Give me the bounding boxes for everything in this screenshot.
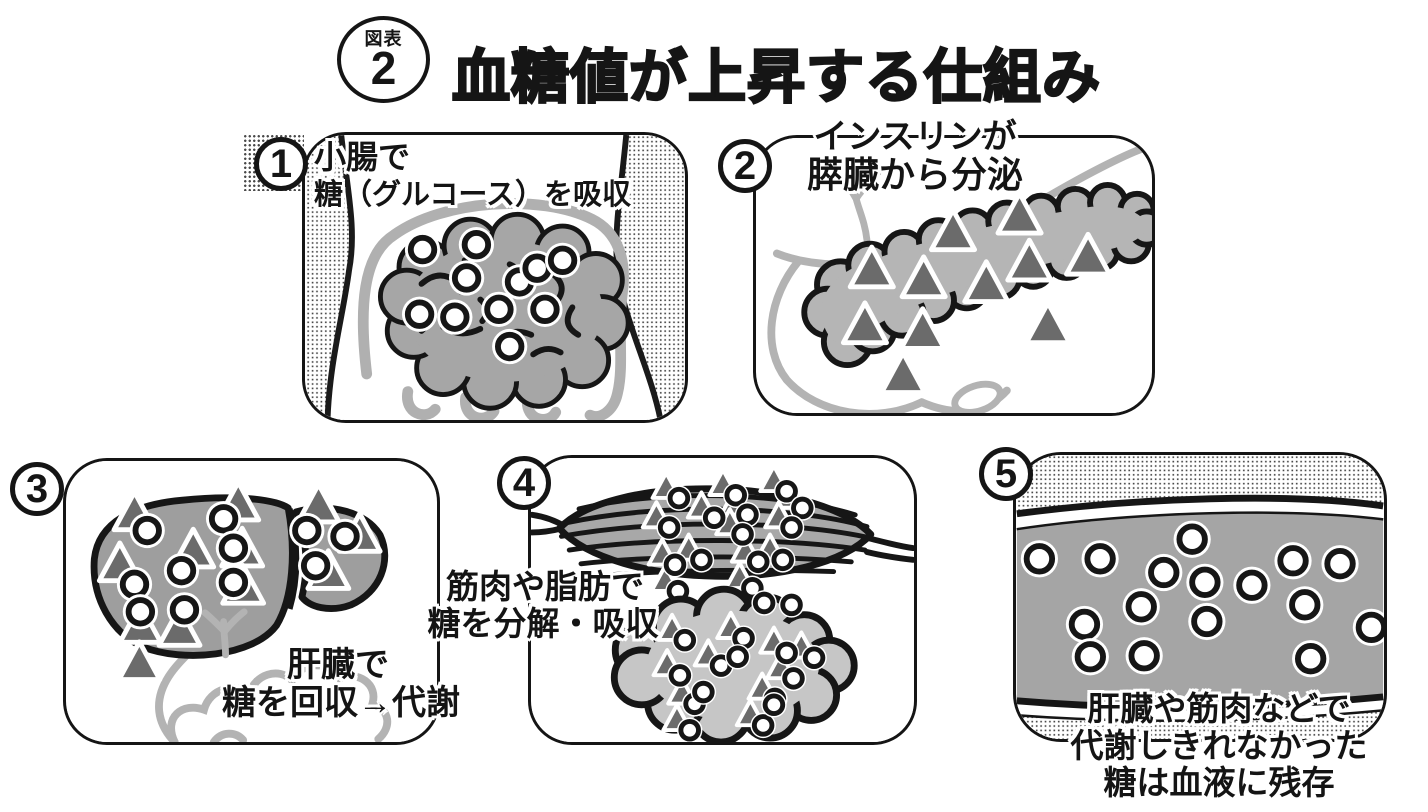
- bile-duct-icon: [201, 608, 248, 659]
- caption-step-2-line-2: 膵臓から分泌: [806, 154, 1024, 195]
- pancreas-illustration: [757, 138, 1152, 413]
- caption-step-3-line-2: 糖を回収→代謝: [222, 684, 460, 722]
- step-1-badge: 1: [254, 137, 308, 191]
- caption-step-4-line-2: 糖を分解・吸収: [427, 605, 659, 642]
- caption-step-1-line-1: 小腸で: [314, 139, 411, 175]
- step-4-badge: 4: [497, 456, 551, 510]
- liver-illustration: [66, 461, 437, 742]
- caption-step-5-line-3: 糖は血液に残存: [1103, 764, 1335, 801]
- glucose-circles-group: [401, 227, 581, 365]
- insulin-triangles-group: [840, 190, 1113, 395]
- page-title: 血糖値が上昇する仕組み: [451, 44, 1102, 112]
- caption-step-4-line-1: 筋肉や脂肪で: [446, 568, 644, 605]
- fat-glucose-insulin-group: [651, 590, 827, 742]
- panel-step-3-liver: [63, 458, 440, 745]
- caption-step-5-line-2: 代謝しきれなかった: [1070, 727, 1368, 764]
- figure-badge-number: 2: [370, 41, 397, 94]
- small-intestine-illustration: [305, 135, 685, 420]
- vessel-wall-top: [1016, 455, 1384, 514]
- vessel-wall-bottom: [1016, 711, 1384, 739]
- caption-step-3-line-1: 肝臓で: [287, 646, 389, 684]
- caption-step-5-line-1: 肝臓や筋肉などで: [1087, 690, 1351, 727]
- step-3-badge: 3: [10, 462, 64, 516]
- caption-step-2-line-1: インスリンが: [813, 118, 1017, 156]
- figure-number-badge: 図表 2: [337, 16, 430, 103]
- panel-step-5-blood-vessel: [1013, 452, 1387, 742]
- panel-step-2-pancreas: [753, 135, 1155, 416]
- panel-step-4-muscle-fat: [528, 455, 917, 745]
- large-intestine-outline: [357, 198, 629, 420]
- muscle-fat-illustration: [531, 458, 914, 742]
- blood-vessel-illustration: [1016, 455, 1384, 739]
- insulin-and-glucose-group: [96, 479, 383, 682]
- step-2-badge: 2: [718, 139, 772, 193]
- step-5-badge: 5: [979, 447, 1033, 501]
- panel-step-1-small-intestine: [302, 132, 688, 423]
- figure-badge-label: 図表: [364, 28, 403, 49]
- glucose-in-blood-group: [1020, 520, 1384, 678]
- caption-step-1-line-2: 糖（グルコース）を吸収: [314, 179, 631, 211]
- muscle-glucose-insulin-group: [640, 463, 816, 604]
